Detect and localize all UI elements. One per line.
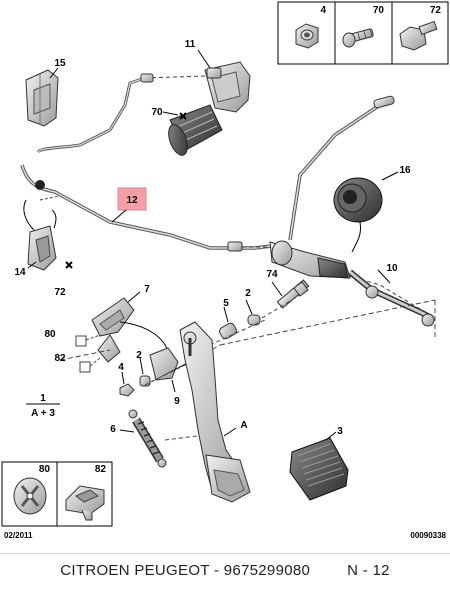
bolt-74 [261,279,310,319]
label-12: 12 [126,195,138,206]
label-3: 3 [337,426,343,437]
formula-denominator: A + 3 [31,408,55,419]
inset-label-72: 72 [430,5,442,16]
flange-nut-icon [295,23,319,49]
footer-bar [0,553,450,589]
reference-code: 00090338 [410,531,446,540]
pedal-pad-3 [289,431,349,501]
inset-label-80: 80 [39,464,51,475]
push-clip-icon [65,485,105,521]
label-70: 70 [151,107,163,118]
footer: CITROEN PEUGEOT - 9675299080 N - 12 [0,562,450,579]
inset-label-70: 70 [373,5,385,16]
x-marker-72 [65,261,73,269]
bracket-15 [25,67,59,127]
label-11: 11 [185,39,196,50]
inset-label-82: 82 [95,464,107,475]
flange-bolt-icon [399,20,438,51]
marker-a: A [240,420,247,431]
label-2-upper: 2 [245,288,251,299]
grommet-16 [333,171,399,253]
label-74: 74 [266,269,278,280]
label-10: 10 [386,263,398,274]
date-code: 02/2011 [4,531,33,540]
spring-6 [119,409,206,468]
pivot-bushings [209,299,266,346]
highlight-box-12 [117,187,147,211]
inset-bottom-clips: 80 82 [1,461,113,527]
assembly-lines [39,195,436,361]
x-marker-70 [179,112,187,120]
label-72: 72 [54,287,66,298]
label-15: 15 [54,58,66,69]
clutch-pedal-arm [179,321,251,503]
label-16: 16 [399,165,411,176]
assembly-formula: 1 A + 3 [26,393,60,419]
inset-top-fasteners: 4 70 72 [277,1,449,65]
footer-page: N - 12 [347,562,390,579]
clutch-master-cylinder [162,49,251,156]
label-9: 9 [174,396,180,407]
bracket-7 [75,291,169,373]
rubber-boot [168,104,223,156]
formula-numerator: 1 [40,393,46,404]
label-14: 14 [14,267,26,278]
inset-label-4: 4 [320,5,326,16]
label-7: 7 [144,284,150,295]
label-4: 4 [118,362,124,373]
label-82: 82 [54,353,66,364]
label-80: 80 [44,329,56,340]
hydraulic-pipe [20,73,281,252]
label-6: 6 [110,424,116,435]
slave-cylinder-10 [269,95,435,327]
footer-title: CITROEN PEUGEOT - 9675299080 [60,562,311,579]
clip-14 [23,199,57,271]
label-5: 5 [223,298,229,309]
star-clip-icon [13,477,47,515]
screw-icon [342,28,374,48]
label-2-lower: 2 [136,350,142,361]
